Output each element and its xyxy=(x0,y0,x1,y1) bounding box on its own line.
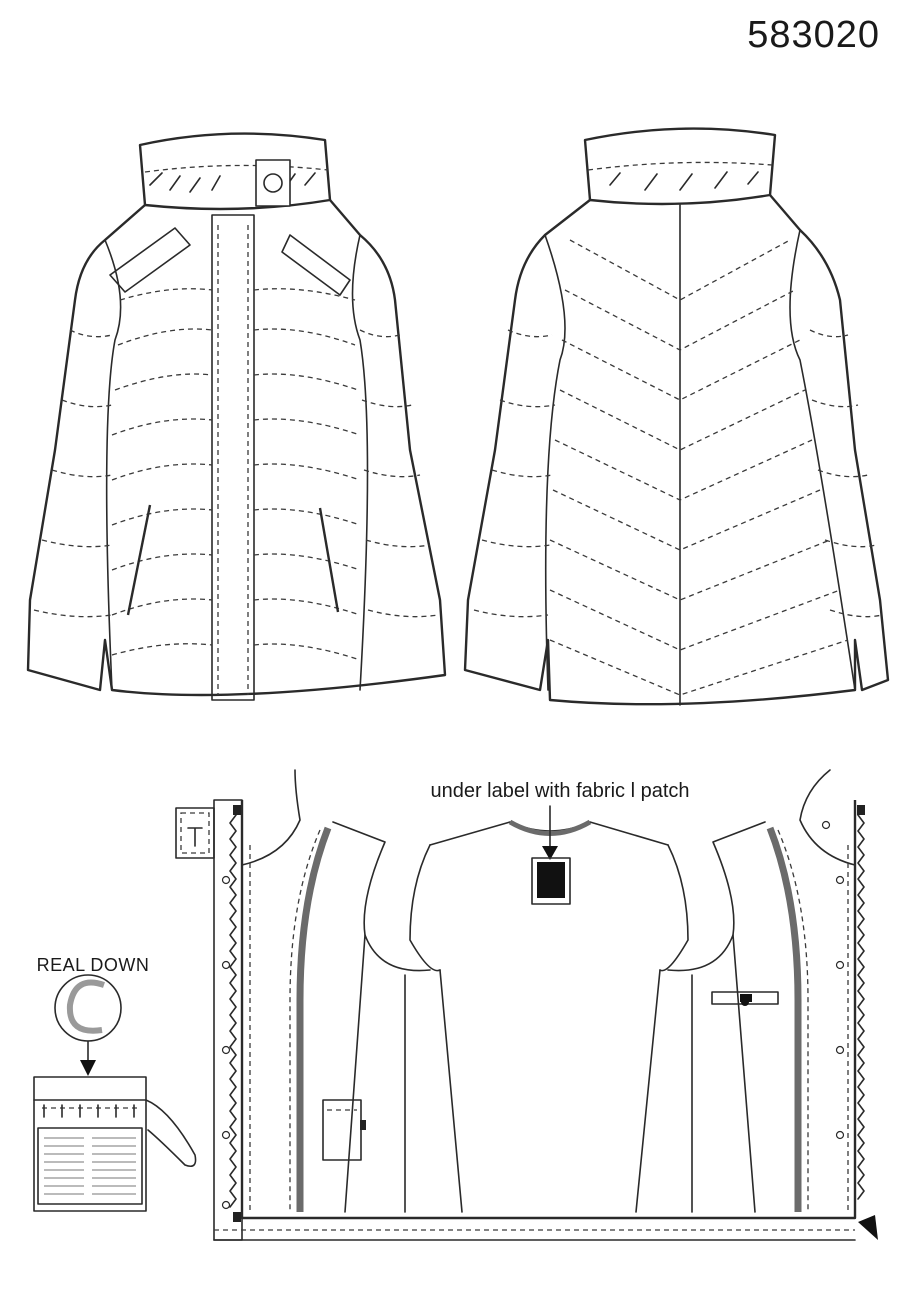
back-collar xyxy=(583,127,777,206)
style-code: 583020 xyxy=(747,14,880,56)
right-zipper-teeth xyxy=(857,814,865,1200)
care-label-tag xyxy=(33,1076,147,1212)
collar-snap-tab xyxy=(255,159,291,207)
snap-button-icon xyxy=(263,173,283,193)
down-logo-icon xyxy=(66,979,105,1034)
inner-pocket xyxy=(322,1099,362,1161)
jacket-front-view xyxy=(26,132,447,701)
left-facing-trim xyxy=(296,826,332,1212)
arrow-icon xyxy=(80,1060,96,1076)
right-facing-trim xyxy=(766,826,802,1212)
front-zip-placket xyxy=(211,214,255,701)
right-welt-pocket xyxy=(318,507,340,613)
left-shoulder-patch xyxy=(109,227,191,293)
arrow-icon xyxy=(542,846,558,860)
snap-buttons xyxy=(221,820,845,1210)
under-label-patch xyxy=(531,857,571,905)
front-body-outline xyxy=(26,199,447,697)
right-shoulder-patch xyxy=(281,234,351,296)
hanger-tab xyxy=(175,807,215,859)
real-down-callout: REAL DOWN xyxy=(36,955,150,975)
real-down-label-detail xyxy=(33,974,197,1212)
back-body-outline xyxy=(463,194,890,706)
jacket-inside-view xyxy=(175,769,878,1241)
left-zip-facing xyxy=(213,799,243,1241)
left-zipper-teeth xyxy=(229,814,237,1208)
jacket-back-view xyxy=(463,127,890,706)
under-label-callout: under label with fabric l patch xyxy=(430,780,690,802)
left-welt-pocket xyxy=(126,504,152,616)
hang-string xyxy=(145,1099,197,1168)
front-collar xyxy=(138,132,332,211)
